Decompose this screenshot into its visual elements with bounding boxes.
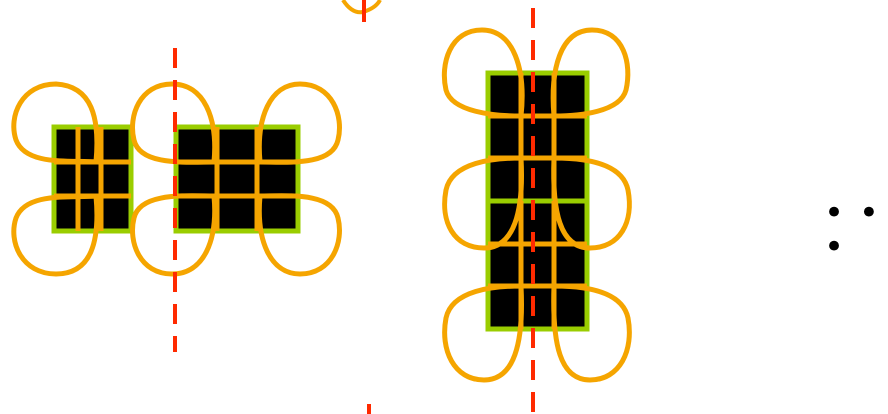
tile-right-a bbox=[488, 73, 587, 201]
tile bbox=[488, 73, 587, 201]
tile-left-b bbox=[176, 127, 298, 231]
tile-right-b bbox=[488, 201, 587, 329]
tile bbox=[488, 201, 587, 329]
tile bbox=[176, 127, 298, 231]
tile-left-a bbox=[54, 127, 131, 231]
tile bbox=[54, 127, 131, 231]
continuation-ellipsis: • • • bbox=[824, 196, 888, 264]
